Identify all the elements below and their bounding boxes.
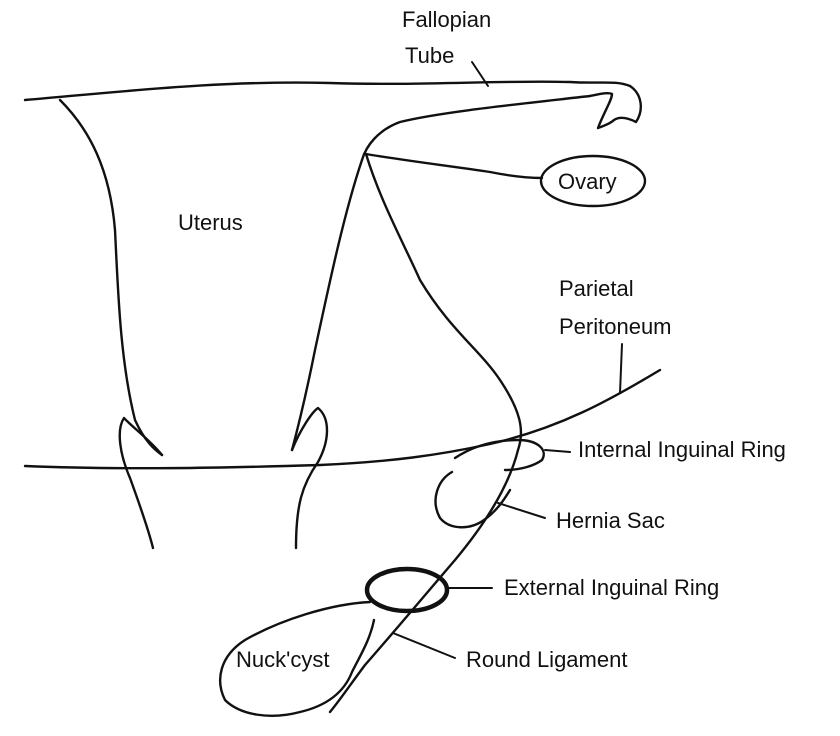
label-ovary: Ovary <box>558 169 617 194</box>
external-inguinal-ring-shape <box>367 569 447 611</box>
label-parietal-peritoneum-line2: Peritoneum <box>559 314 672 339</box>
uterus-left-wall <box>60 100 162 455</box>
label-nuck-cyst: Nuck'cyst <box>236 647 329 672</box>
label-round-ligament: Round Ligament <box>466 647 627 672</box>
label-fallopian-tube-line1: Fallopian <box>402 7 491 32</box>
label-fallopian-tube-line2: Tube <box>405 43 454 68</box>
leader-round-ligament <box>393 633 455 658</box>
parietal-peritoneum-line <box>25 370 660 468</box>
fallopian-tube-upper-edge <box>25 82 630 100</box>
cervix-left-lip <box>120 418 162 548</box>
label-hernia-sac: Hernia Sac <box>556 508 665 533</box>
ovarian-ligament <box>366 154 542 178</box>
leader-parietal-peritoneum <box>620 344 622 393</box>
label-external-inguinal-ring: External Inguinal Ring <box>504 575 719 600</box>
leader-lines <box>393 62 622 658</box>
round-ligament-path <box>330 154 521 712</box>
uterus-right-wall <box>292 160 362 450</box>
label-parietal-peritoneum-line1: Parietal <box>559 276 634 301</box>
fallopian-tube-lower-edge <box>362 96 590 160</box>
label-internal-inguinal-ring: Internal Inguinal Ring <box>578 437 786 462</box>
leader-internal-inguinal-ring <box>545 450 570 452</box>
fallopian-tube-fimbria <box>590 86 641 128</box>
internal-inguinal-ring-shape <box>455 440 544 470</box>
label-uterus: Uterus <box>178 210 243 235</box>
leader-hernia-sac <box>498 503 545 518</box>
uterus-outline <box>25 82 641 548</box>
